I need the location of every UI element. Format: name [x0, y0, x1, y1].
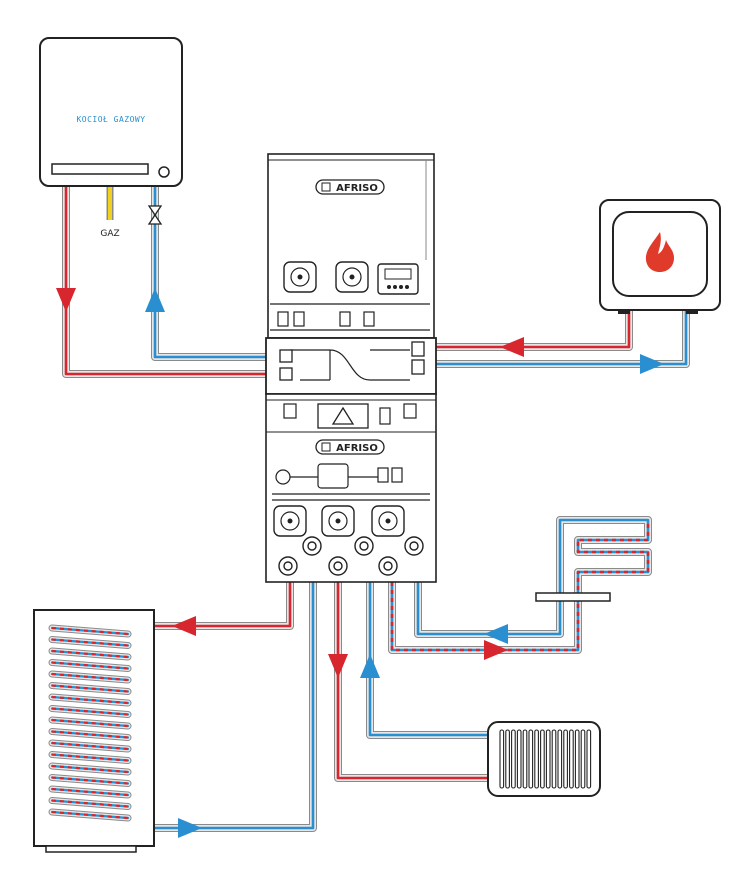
gas-label: GAZ [100, 229, 119, 239]
lower-fitting-left [283, 403, 297, 419]
tank-coil-turn [50, 810, 130, 820]
boiler-knob [158, 166, 170, 178]
tank-coil-turn [50, 672, 130, 682]
lower-fitting-right [403, 403, 417, 419]
tank-coil-turn [50, 799, 130, 808]
radiator-fin [522, 729, 528, 789]
arrow-down-boiler-supply [56, 288, 76, 312]
radiator-supply-pipe [334, 582, 490, 782]
radiator-fin [511, 729, 516, 789]
boiler-supply-pipe [62, 186, 270, 378]
fireplace-return-pipe [432, 310, 690, 368]
lower-brand-label: AFRISO [336, 443, 378, 454]
radiator-fin [499, 729, 505, 789]
arrow-up-boiler-return [145, 288, 165, 312]
distributor-valve-left-top [279, 349, 293, 363]
tank-coil-turn [50, 649, 130, 659]
boiler-label: KOCIOŁ GAZOWY [76, 115, 145, 124]
upper-brand-label: AFRISO [336, 183, 378, 194]
tank-coil-turn [50, 695, 130, 705]
tank-return-pipe [150, 582, 317, 832]
tank-coil-turn [50, 776, 130, 785]
tank-coil-turn [50, 718, 130, 728]
radiator-fins [499, 729, 592, 789]
arrow-left-fireplace-supply [500, 337, 524, 357]
tank-coil-turn [50, 764, 130, 774]
radiator-fin [534, 729, 539, 789]
lower-pump-2 [321, 505, 355, 537]
radiator-fin [557, 729, 563, 789]
radiator-fin [574, 729, 580, 789]
radiator-return-pipe [366, 582, 490, 739]
tank-coil-turn [50, 787, 130, 797]
arrow-right-tank-return [178, 818, 202, 838]
upper-brand-badge: AFRISO [315, 179, 385, 195]
tank-coil-turn [50, 638, 130, 647]
arrow-right-floor-supply [484, 640, 508, 660]
floor-heating-coil [556, 516, 652, 598]
tank-heating-coil [48, 624, 132, 822]
upper-module: AFRISO [267, 153, 435, 339]
gas-boiler: KOCIOŁ GAZOWY [39, 37, 183, 187]
radiator-fin [569, 729, 574, 789]
fireplace [599, 199, 721, 314]
lower-pump-1 [273, 505, 307, 537]
arrow-up-radiator-return [360, 654, 380, 678]
storage-tank [33, 609, 155, 853]
boiler-display-slot [51, 163, 149, 175]
lower-pump-3 [371, 505, 405, 537]
upper-pump-right [335, 261, 369, 293]
radiator-fin [580, 729, 586, 789]
radiator-fin [505, 729, 510, 789]
radiator-fin [563, 729, 568, 789]
valve-icon [147, 205, 163, 225]
radiator-fin [545, 729, 551, 789]
lower-module: AFRISO [265, 393, 437, 583]
floor-heating-return-pipe [414, 582, 564, 638]
controller-display [377, 263, 419, 295]
radiator-fin [551, 729, 557, 789]
tank-coil-turn [50, 707, 130, 716]
fireplace-supply-pipe [432, 310, 633, 351]
upper-fittings [270, 303, 430, 331]
arrow-left-tank-supply [172, 616, 196, 636]
hydraulic-distributor [265, 337, 437, 395]
tank-coil-turn [50, 741, 130, 751]
distributor-valve-right-bottom [411, 359, 425, 375]
tank-coil-turn [50, 661, 130, 670]
floor-manifold [535, 592, 611, 602]
boiler-return-pipe [151, 186, 270, 361]
radiator-fin [516, 729, 522, 789]
flow-arrows [56, 288, 664, 838]
radiator-fin [540, 729, 545, 789]
tank-coil-turn [50, 730, 130, 739]
tank-coil-turn [50, 684, 130, 693]
arrow-down-radiator-supply [328, 654, 348, 678]
upper-pump-left [283, 261, 317, 293]
radiator-fin [586, 729, 592, 789]
arrow-right-fireplace-return [640, 354, 664, 374]
warning-triangle-icon [317, 403, 369, 429]
valve-knobs [278, 536, 424, 576]
tank-coil-turn [50, 626, 130, 636]
flame-icon [645, 232, 674, 272]
distributor-valve-left-bottom [279, 367, 293, 381]
radiator-fin [528, 729, 534, 789]
tank-coil-turn [50, 753, 130, 762]
expansion-part [379, 407, 391, 425]
arrow-left-floor-return [484, 624, 508, 644]
mixing-valve [272, 463, 430, 501]
lower-brand-badge: AFRISO [315, 439, 385, 455]
tank-supply-pipe [150, 582, 294, 630]
radiator [487, 721, 601, 797]
distributor-valve-right-top [411, 341, 425, 357]
